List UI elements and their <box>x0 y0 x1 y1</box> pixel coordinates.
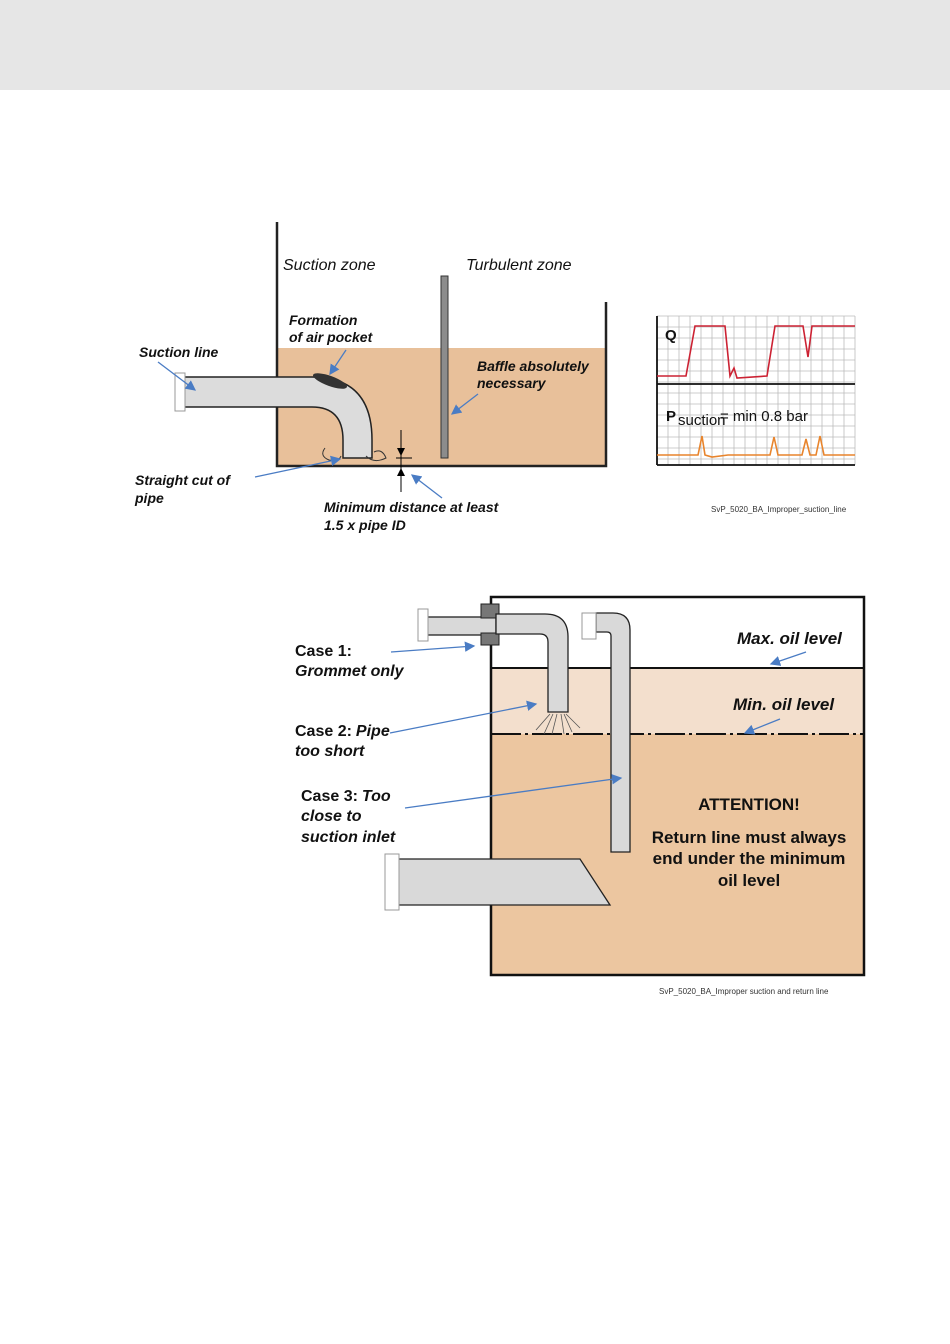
case1-text: Grommet only <box>295 663 405 680</box>
oil-lower-body <box>491 734 864 975</box>
baffle-label-line2: necessary <box>477 375 547 391</box>
grommet-pipe <box>425 616 497 636</box>
straight-cut-label-line1: Straight cut of <box>135 472 231 488</box>
max-oil-level-label: Max. oil level <box>737 629 843 648</box>
case3-text-a: Too <box>362 788 391 805</box>
case2-label: Case 2:Pipe <box>295 723 390 740</box>
leader-case2 <box>389 700 538 734</box>
grommet-pipe-flange <box>417 608 429 642</box>
air-pocket-label-line2: of air pocket <box>289 329 374 345</box>
min-distance-label-line1: Minimum distance at least <box>324 499 500 515</box>
min-oil-level-label: Min. oil level <box>733 695 835 714</box>
baffle <box>440 275 449 459</box>
return-rule-line3: oil level <box>718 871 780 890</box>
case3-text-b: close to <box>301 808 362 825</box>
leader-max-level <box>769 651 807 666</box>
p-suction-trace <box>657 435 855 458</box>
tank-wall <box>275 222 608 468</box>
pipe-flange <box>174 372 186 412</box>
return-rule-line2: end under the minimum <box>653 849 846 868</box>
leader-baffle <box>450 393 479 415</box>
graph-p-value: = min 0.8 bar <box>720 408 808 425</box>
pressure-graph: Q P suction = min 0.8 bar <box>656 315 856 466</box>
caption-return-line: SvP_5020_BA_Improper suction and return … <box>659 987 829 996</box>
suction-inlet-pipe <box>397 858 612 906</box>
baffle-label-line1: Baffle absolutely <box>477 358 590 374</box>
long-pipe-flange <box>581 612 597 640</box>
tank-outline <box>489 595 866 977</box>
min-distance-label-line2: 1.5 x pipe ID <box>324 517 406 533</box>
case2-text-a: Pipe <box>356 723 390 740</box>
case2-text-b: too short <box>295 743 365 760</box>
q-flow-trace <box>657 325 855 379</box>
suction-inlet-flange <box>384 853 400 911</box>
page-header-band <box>0 0 950 90</box>
suction-line-diagram: Suction zone Turbulent zone Formation of… <box>134 222 608 533</box>
grommet-nut-top <box>480 603 500 619</box>
graph-p-subscript: suction <box>678 412 726 429</box>
turbulent-zone-label: Turbulent zone <box>466 257 572 274</box>
suction-zone-label: Suction zone <box>283 257 376 274</box>
leader-case1 <box>390 641 476 653</box>
oil-splash <box>535 713 581 735</box>
return-line-diagram: Max. oil level Min. oil level Case 1: Gr… <box>295 595 866 977</box>
attention-heading: ATTENTION! <box>698 795 800 814</box>
leader-suction-line <box>157 361 197 391</box>
caption-suction-line: SvP_5020_BA_Improper_suction_line <box>711 505 847 514</box>
short-return-pipe <box>495 613 569 713</box>
distance-arrow-down <box>397 448 405 456</box>
case3-label: Case 3:Too <box>301 788 391 805</box>
vortex-right <box>365 450 387 462</box>
straight-cut-label-line2: pipe <box>134 490 164 506</box>
graph-grid <box>656 315 856 465</box>
graph-p-label: P <box>666 408 676 425</box>
air-pocket <box>312 373 348 389</box>
leader-air-pocket <box>329 349 347 376</box>
air-pocket-label-line1: Formation <box>289 312 357 328</box>
leader-min-level <box>743 718 781 735</box>
graph-q-label: Q <box>665 327 677 344</box>
leader-case3 <box>404 774 623 809</box>
case2-title: Case 2: <box>295 723 352 740</box>
return-rule-line1: Return line must always <box>652 828 847 847</box>
case1-title: Case 1: <box>295 643 352 660</box>
grommet-nut-bottom <box>480 632 500 646</box>
leader-min-distance <box>410 474 443 499</box>
case3-title: Case 3: <box>301 788 358 805</box>
suction-line-label: Suction line <box>139 344 219 360</box>
leader-straight-cut <box>254 455 342 478</box>
distance-arrow-up <box>397 468 405 476</box>
case3-text-c: suction inlet <box>301 829 396 846</box>
long-return-pipe <box>595 612 631 853</box>
